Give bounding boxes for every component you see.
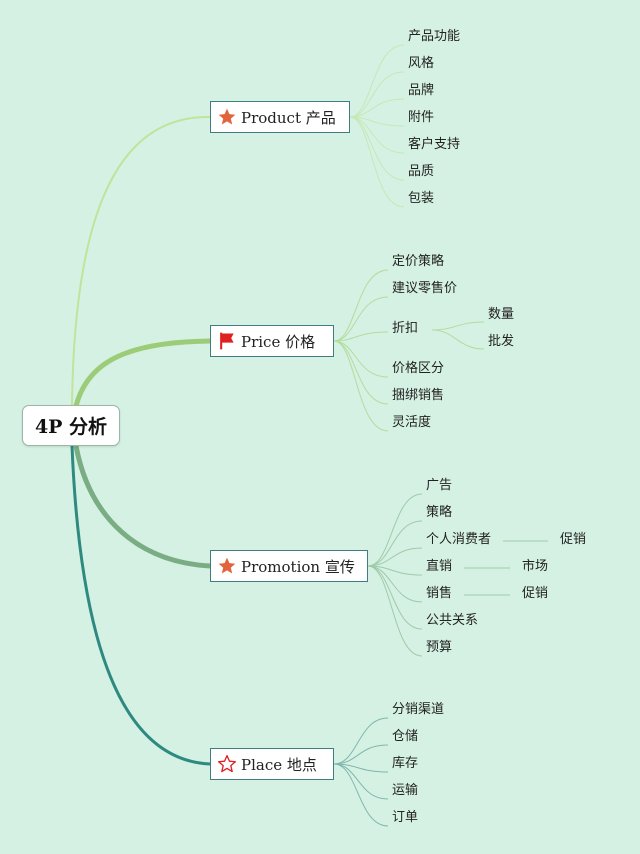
product-item-support[interactable]: 客户支持	[408, 137, 461, 152]
edge-product-leaf	[349, 116, 405, 154]
place-item-orders[interactable]: 订单	[392, 810, 419, 825]
edge-promotion-leaf	[367, 520, 423, 567]
promotion-item-strategy[interactable]: 策略	[426, 505, 453, 520]
branch-price[interactable]: Price 价格	[210, 325, 334, 357]
place-item-channels[interactable]: 分销渠道	[392, 702, 445, 717]
product-item-style[interactable]: 风格	[408, 56, 435, 71]
place-item-transport[interactable]: 运输	[392, 783, 419, 798]
price-item-msrp[interactable]: 建议零售价	[392, 281, 458, 296]
branch-price-label: Price 价格	[241, 332, 316, 351]
edge-price-leaf	[333, 340, 389, 432]
branch-product-label: Product 产品	[241, 108, 336, 127]
edge-price-leaf	[333, 340, 389, 405]
promotion-item-consumer[interactable]: 个人消费者	[426, 532, 492, 547]
branch-product[interactable]: Product 产品	[210, 101, 350, 133]
star-icon	[217, 107, 237, 127]
edge-promotion-leaf	[367, 565, 423, 630]
promotion-item-budget[interactable]: 预算	[426, 640, 453, 655]
place-item-warehousing[interactable]: 仓储	[392, 729, 419, 744]
direct-sales-sub-market[interactable]: 市场	[522, 559, 549, 574]
edge-discount-sub	[431, 321, 485, 331]
star-outline-icon	[217, 754, 237, 774]
edge-root-place	[70, 445, 211, 766]
edge-promotion-leaf	[367, 547, 423, 567]
edge-root-promotion	[73, 445, 211, 569]
sales-sub-promotion[interactable]: 促销	[522, 586, 549, 601]
product-item-packaging[interactable]: 包装	[408, 191, 435, 206]
edge-promotion-leaf	[367, 493, 423, 567]
promotion-item-sales[interactable]: 销售	[426, 586, 453, 601]
edge-price-leaf	[333, 331, 389, 342]
branch-promotion[interactable]: Promotion 宣传	[210, 550, 368, 582]
place-item-inventory[interactable]: 库存	[392, 756, 419, 771]
product-item-features[interactable]: 产品功能	[408, 29, 461, 44]
star-icon	[217, 556, 237, 576]
root-node[interactable]: 4P 分析	[22, 405, 120, 446]
edge-root-product	[71, 115, 211, 407]
price-item-flexibility[interactable]: 灵活度	[392, 415, 432, 430]
edge-discount-sub	[431, 329, 485, 350]
edge-promotion-leaf	[367, 565, 423, 603]
product-item-brand[interactable]: 品牌	[408, 83, 435, 98]
promotion-item-direct-sales[interactable]: 直销	[426, 559, 453, 574]
branch-promotion-label: Promotion 宣传	[241, 557, 355, 576]
edge-place-leaf	[333, 763, 389, 827]
branch-place[interactable]: Place 地点	[210, 748, 334, 780]
edge-place-leaf	[333, 763, 389, 800]
edge-product-leaf	[349, 116, 405, 208]
product-item-quality[interactable]: 品质	[408, 164, 435, 179]
price-item-differentiation[interactable]: 价格区分	[392, 361, 445, 376]
product-item-accessories[interactable]: 附件	[408, 110, 435, 125]
branch-place-label: Place 地点	[241, 755, 317, 774]
red-flag-icon	[217, 331, 237, 351]
root-label: 4P 分析	[34, 416, 108, 438]
price-item-strategy[interactable]: 定价策略	[392, 254, 445, 269]
edge-root-price	[73, 338, 211, 407]
edge-place-leaf	[333, 744, 389, 765]
edge-promotion-leaf	[367, 565, 423, 657]
price-item-bundle[interactable]: 捆绑销售	[392, 388, 445, 403]
edge-price-leaf	[333, 296, 389, 342]
edge-product-leaf	[349, 116, 405, 181]
edge-place-leaf	[333, 717, 389, 765]
promotion-item-pr[interactable]: 公共关系	[426, 613, 479, 628]
edge-product-leaf	[349, 71, 405, 118]
discount-sub-wholesale[interactable]: 批发	[488, 334, 515, 349]
edge-price-leaf	[333, 340, 389, 378]
discount-sub-quantity[interactable]: 数量	[488, 307, 515, 322]
edge-product-leaf	[349, 98, 405, 118]
consumer-sub-promotion[interactable]: 促销	[560, 532, 587, 547]
price-item-discount[interactable]: 折扣	[392, 321, 419, 336]
edge-product-leaf	[349, 44, 405, 118]
promotion-item-advertising[interactable]: 广告	[426, 478, 453, 493]
edge-price-leaf	[333, 269, 389, 342]
